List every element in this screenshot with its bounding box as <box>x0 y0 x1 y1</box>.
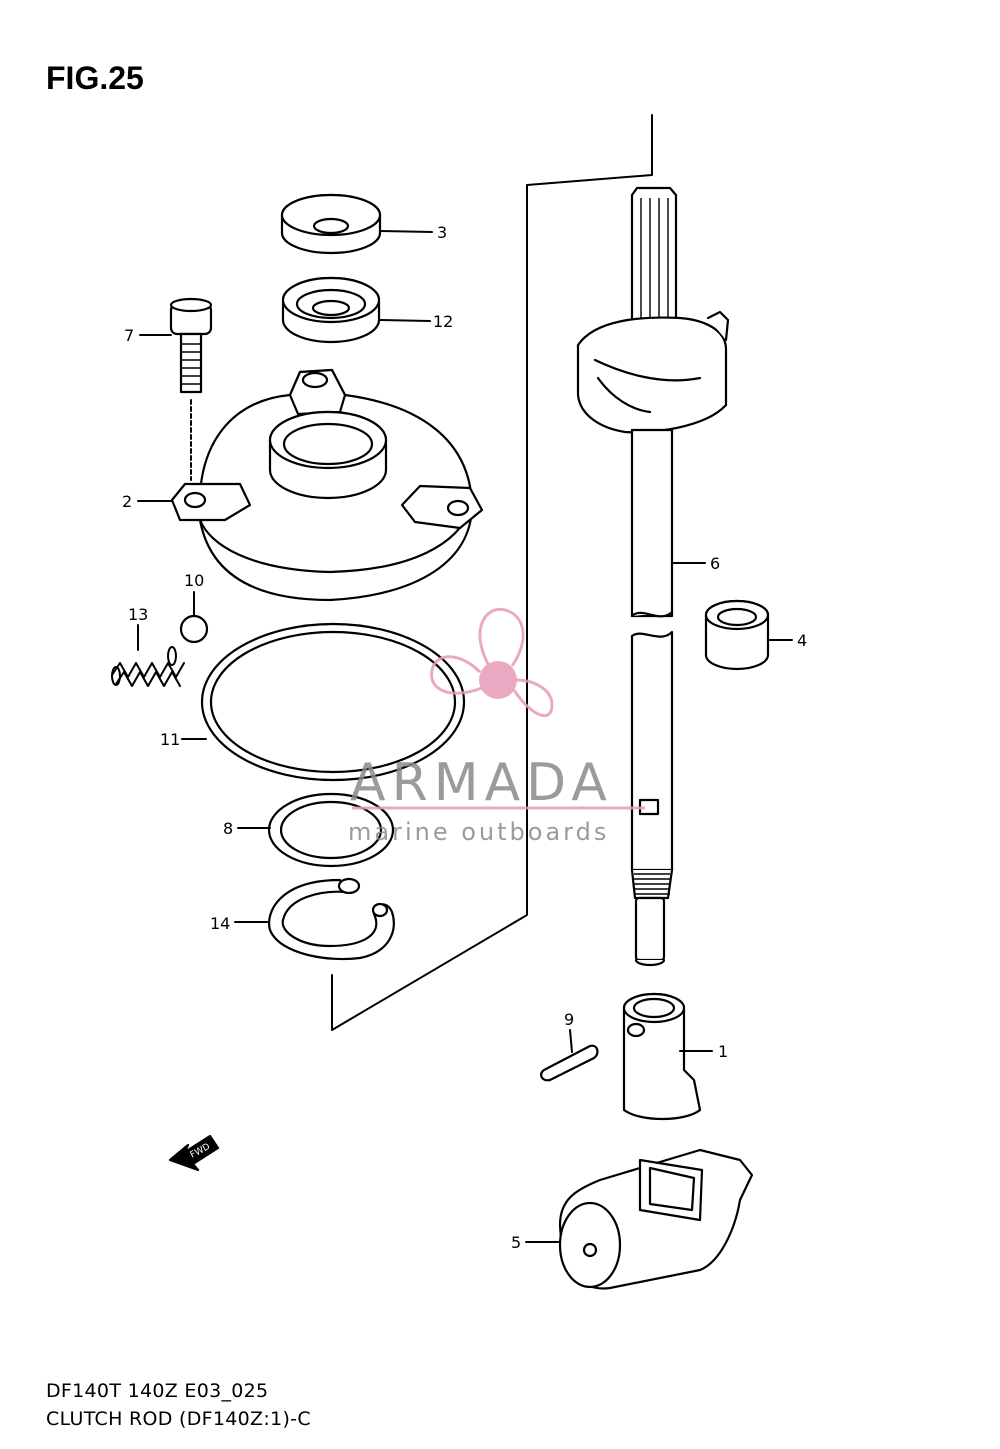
callout-11: 11 <box>160 730 180 749</box>
figure-title: FIG.25 <box>46 60 144 96</box>
callout-4: 4 <box>797 631 807 650</box>
callout-14: 14 <box>210 914 230 933</box>
callout-2: 2 <box>122 492 132 511</box>
part-13-spring[interactable] <box>111 646 185 687</box>
part-1-clutch-cam[interactable] <box>622 992 702 1121</box>
callout-13: 13 <box>128 605 148 624</box>
part-6-clutch-rod[interactable] <box>576 186 730 967</box>
callout-3: 3 <box>437 223 447 242</box>
watermark-logo: ARMADA marine outboards <box>348 607 645 846</box>
callout-9: 9 <box>564 1010 574 1029</box>
part-12-oil-seal[interactable] <box>281 276 381 344</box>
part-4-bushing[interactable] <box>704 599 770 671</box>
leader-lines <box>137 230 793 1243</box>
watermark-tagline: marine outboards <box>348 818 609 846</box>
callout-8: 8 <box>223 819 233 838</box>
assembly-guide-line <box>331 114 653 1031</box>
part-11-o-ring[interactable] <box>200 622 466 782</box>
callout-7: 7 <box>124 326 134 345</box>
watermark-propeller-icon <box>430 607 554 718</box>
part-5-clutch-dog[interactable] <box>558 1148 754 1290</box>
fwd-direction-arrow: FWD <box>168 1134 220 1172</box>
part-8-ring[interactable] <box>267 792 395 868</box>
callout-5: 5 <box>511 1233 521 1252</box>
watermark-brand: ARMADA <box>350 753 613 813</box>
callout-10: 10 <box>184 571 204 590</box>
part-10-ball[interactable] <box>179 614 209 644</box>
part-7-bolt[interactable] <box>169 297 213 481</box>
part-9-pin[interactable] <box>540 1044 599 1082</box>
figure-code: DF140T 140Z E03_025 <box>46 1380 269 1402</box>
callout-6: 6 <box>710 554 720 573</box>
callout-1: 1 <box>718 1042 728 1061</box>
figure-caption: CLUTCH ROD (DF140Z:1)-C <box>46 1408 311 1430</box>
part-14-snap-ring[interactable] <box>268 877 395 961</box>
part-3-washer[interactable] <box>280 193 382 255</box>
part-2-clutch-housing[interactable] <box>170 368 484 602</box>
callout-12: 12 <box>433 312 453 331</box>
